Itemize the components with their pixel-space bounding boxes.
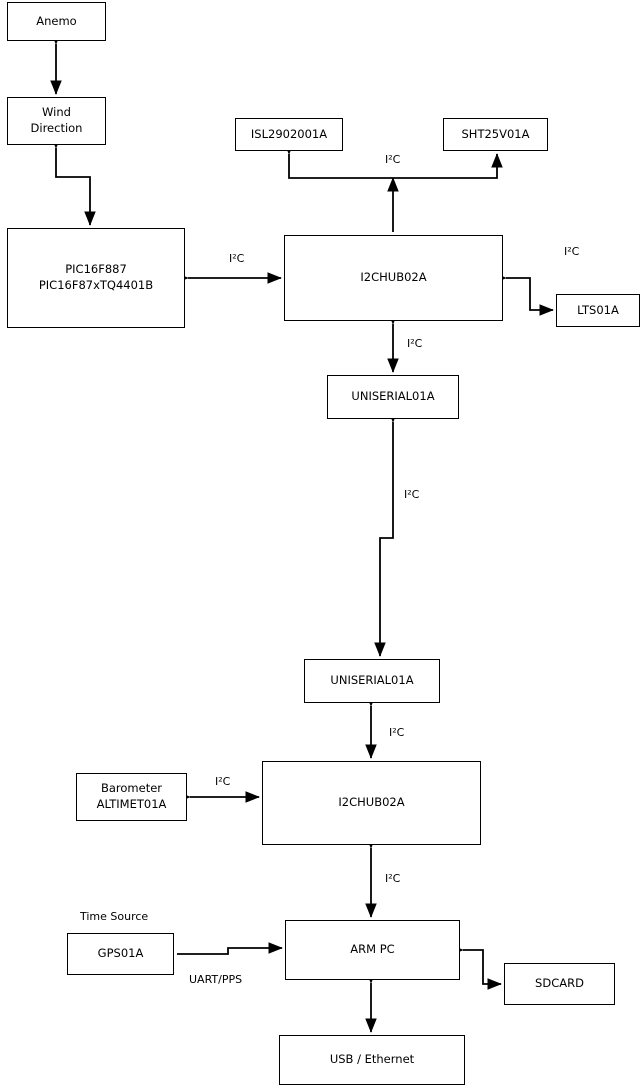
edge-label-i2c-uniserial-link: I²C <box>404 488 420 501</box>
node-uniserial01a-upper[interactable]: UNISERIAL01A <box>327 375 459 419</box>
node-uniserial01a-lower[interactable]: UNISERIAL01A <box>304 659 440 703</box>
edge-label-i2c-uniserial-hub: I²C <box>389 726 405 739</box>
node-sdcard[interactable]: SDCARD <box>504 963 615 1005</box>
edge-i2chubtop-lts <box>492 272 554 316</box>
edge-armpc-sdcard <box>449 944 502 990</box>
node-isl2902001a[interactable]: ISL2902001A <box>235 118 343 151</box>
edge-winddirection-pic <box>50 134 96 226</box>
node-usb-ethernet[interactable]: USB / Ethernet <box>279 1035 465 1085</box>
node-barometer-altimet01a[interactable]: Barometer ALTIMET01A <box>76 773 187 821</box>
node-sht25v01a[interactable]: SHT25V01A <box>443 118 548 151</box>
node-lts01a[interactable]: LTS01A <box>556 294 640 327</box>
edge-uniserial1-uniserial2 <box>374 408 399 657</box>
node-i2chub02a-top[interactable]: I2CHUB02A <box>284 235 503 321</box>
node-i2chub02a-bottom[interactable]: I2CHUB02A <box>262 761 481 845</box>
edge-label-i2c-barometer-hub: I²C <box>215 775 231 788</box>
node-wind-direction[interactable]: Wind Direction <box>7 97 106 145</box>
node-gps01a[interactable]: GPS01A <box>67 933 174 975</box>
edge-gps-armpc <box>177 942 283 955</box>
edge-label-i2c-pic-hub: I²C <box>229 252 245 265</box>
edge-label-i2c-hub-armpc: I²C <box>385 872 401 885</box>
label-time-source: Time Source <box>80 910 149 923</box>
node-pic-microcontroller[interactable]: PIC16F887 PIC16F87xTQ4401B <box>7 228 185 328</box>
edge-label-i2c-sensor-bus: I²C <box>385 153 401 166</box>
edge-label-uart-pps: UART/PPS <box>189 973 243 986</box>
edge-label-i2c-hub-uniserial: I²C <box>407 337 423 350</box>
node-anemo[interactable]: Anemo <box>7 2 106 41</box>
edge-label-i2c-hub-lts: I²C <box>564 245 580 258</box>
node-arm-pc[interactable]: ARM PC <box>285 920 460 980</box>
